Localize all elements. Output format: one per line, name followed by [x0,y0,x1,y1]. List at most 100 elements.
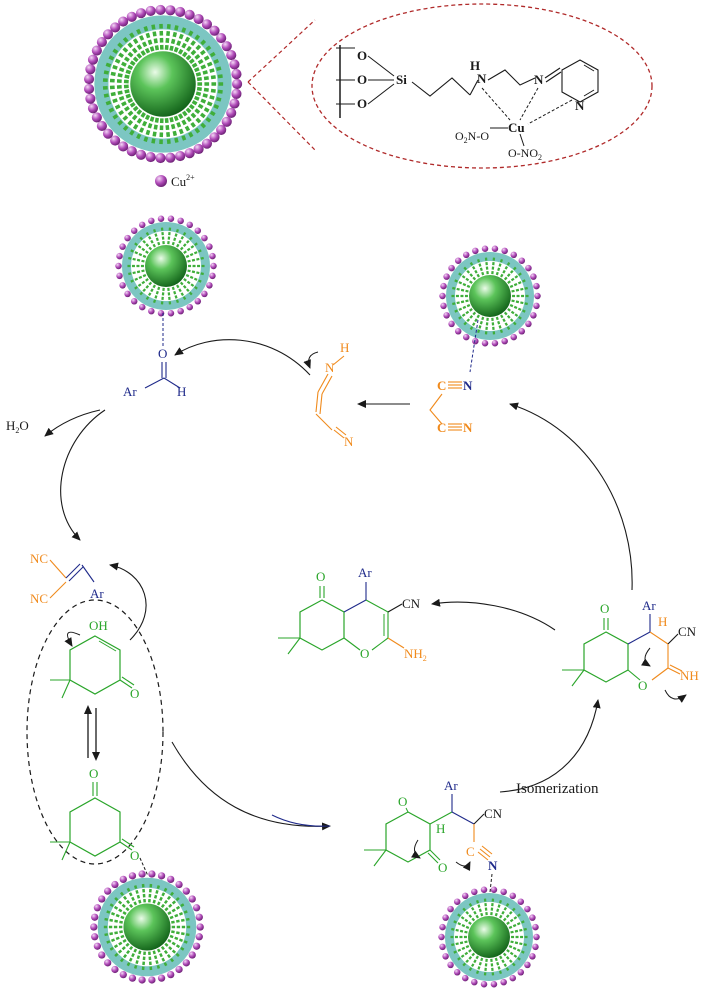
product-o-ring: O [360,646,369,661]
nanoparticle-spike [164,942,181,959]
nanoparticle-spike [507,308,524,321]
cu-ion-bead [518,328,526,335]
ligand-si: Si [396,72,407,87]
nanoparticle-spike [500,260,511,278]
nitrate-left-no: N-O [468,129,490,143]
nanoparticle-spike [169,117,180,146]
nanoparticle-spike [456,271,473,284]
ligand-n-pyridine: N [575,98,585,113]
cu-ion-bead [463,251,470,259]
nanoparticle-spike [171,917,192,924]
nanoparticle-spike [141,882,146,903]
nanoparticle-spike [181,110,202,136]
nanoparticle-spike [462,311,477,327]
nanoparticle-spike [159,21,164,50]
cu-ion-bead [167,215,175,223]
nanoparticle-spike [193,95,222,110]
cu-ion-bead [481,245,489,253]
cu-ion-bead [126,11,137,22]
nanoparticle-catalyst-michael [438,886,540,988]
cu-ion-bead [124,234,131,242]
nanoparticle-spike [103,93,132,107]
cu-ion-bead [206,282,213,289]
nanoparticle-spike [152,227,161,246]
cu-ion-bead [481,339,489,347]
cu-ion-bead [533,933,540,941]
cu-ion-bead [175,151,186,162]
cu-ion-bead [209,252,216,260]
tautomer-structure: H N N [303,340,354,449]
nanoparticle-spike [156,948,169,968]
cu-ion-bead [167,875,175,884]
nanoparticle-spike [142,116,155,145]
cu-ion-bead [90,923,98,931]
nanoparticle-spike [508,919,526,930]
nanoparticle-spike [450,299,469,306]
cu-ion-bead [440,302,447,310]
cu-ion-bead [193,143,204,155]
nanoparticle-spike [449,940,468,947]
nanoparticle-core [130,51,196,117]
cu-ion-bead [529,914,536,921]
cu-ion-bead [206,243,213,250]
nanoparticle-spike [108,938,127,952]
nanoparticle-spike [106,54,134,71]
nanoparticle-spike [511,286,530,293]
cu-ion-bead [138,976,146,984]
cu-ion-bead [195,933,203,941]
cu-ion-bead [439,923,446,931]
cu-ion-bead [201,234,208,242]
cu-ion-bead [175,6,186,17]
cu-legend-charge: 2+ [186,173,195,182]
nanoparticle-spike [499,901,510,919]
water-o: O [19,418,28,433]
svg-text:Cu2+: Cu2+ [171,173,195,189]
nanoparticle-spike [106,97,134,114]
nanoparticle-spike [160,890,176,909]
cu-ion-bead [525,320,532,328]
cu-ion-bead [184,148,195,159]
nitrate-left-o: O [455,129,464,143]
nanoparticle-spike [118,890,134,909]
imino-o-keto: O [600,601,609,616]
nanoparticle-spike [164,118,171,147]
final-product: O O Ar CN NH2 [278,565,427,663]
nanoparticle-spike [121,35,143,59]
svg-text:O2N-O: O2N-O [455,129,489,145]
cu-ion-bead [128,974,137,982]
cu-ion-bead [83,73,95,85]
nanoparticle-catalyst-malononitrile [439,245,541,347]
knoevenagel-product: NC NC Ar [30,551,104,606]
cu-ion-bead [442,953,449,960]
cu-ion-bead [226,50,237,61]
cu-ion-bead [93,942,102,950]
nanoparticle-spike [126,256,145,263]
nanoparticle-core [468,916,510,958]
nanoparticle-spike [179,235,194,251]
nanoparticle-catalyst-dimedone [90,870,204,984]
nanoparticle-spike [113,942,130,959]
nanoparticle-spike [167,938,186,952]
aldehyde-structure: O Ar H [123,313,186,399]
keto-o-bottom: O [130,848,139,863]
cu-ion-bead [453,898,461,905]
cu-ion-bead [124,290,131,298]
cu-ion-bead [148,976,156,984]
ligand-n-amine: N [477,71,487,86]
michael-h: H [436,821,445,836]
aldehyde-o: O [158,346,167,361]
nanoparticle-spike [133,883,142,904]
cu-ion-bead [462,892,469,900]
cu-ion-bead [157,215,165,223]
nanoparticle-spike [191,100,218,118]
nanoparticle-spike [169,934,190,945]
cu-ion-bead [139,221,146,229]
cu-ion-bead [501,247,508,255]
cu-ion-bead [462,974,469,982]
cu-ion-bead [93,904,102,912]
cu-ion-bead [229,98,240,109]
cu-ion-bead [447,961,454,969]
cu-ion-bead [188,951,196,959]
product-ar: Ar [358,565,372,580]
nanoparticle-spike [113,895,130,912]
